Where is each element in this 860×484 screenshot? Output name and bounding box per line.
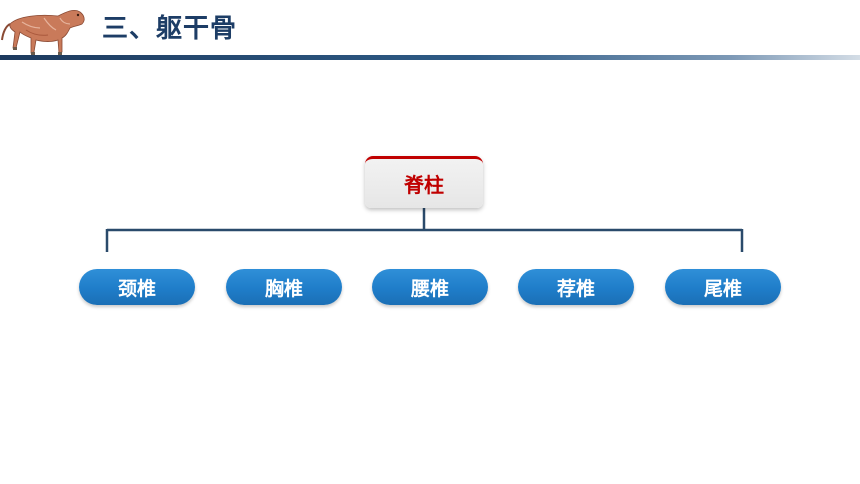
child-node-lumbar: 腰椎 xyxy=(372,269,488,305)
child-node-label: 荐椎 xyxy=(556,277,595,300)
child-node-cervical: 颈椎 xyxy=(79,269,195,305)
child-node-caudal: 尾椎 xyxy=(665,269,781,305)
animal-anatomy-icon xyxy=(1,9,85,55)
header-divider xyxy=(0,55,860,60)
child-node-label: 颈椎 xyxy=(117,277,156,300)
child-node-thoracic: 胸椎 xyxy=(226,269,342,305)
child-node-label: 胸椎 xyxy=(264,277,303,300)
child-node-label: 尾椎 xyxy=(703,277,742,300)
root-node-label: 脊柱 xyxy=(404,173,444,197)
child-node-sacral: 荐椎 xyxy=(518,269,634,305)
root-node-spine: 脊柱 xyxy=(365,156,483,208)
child-node-label: 腰椎 xyxy=(410,277,449,300)
page-title: 三、躯干骨 xyxy=(102,14,238,44)
